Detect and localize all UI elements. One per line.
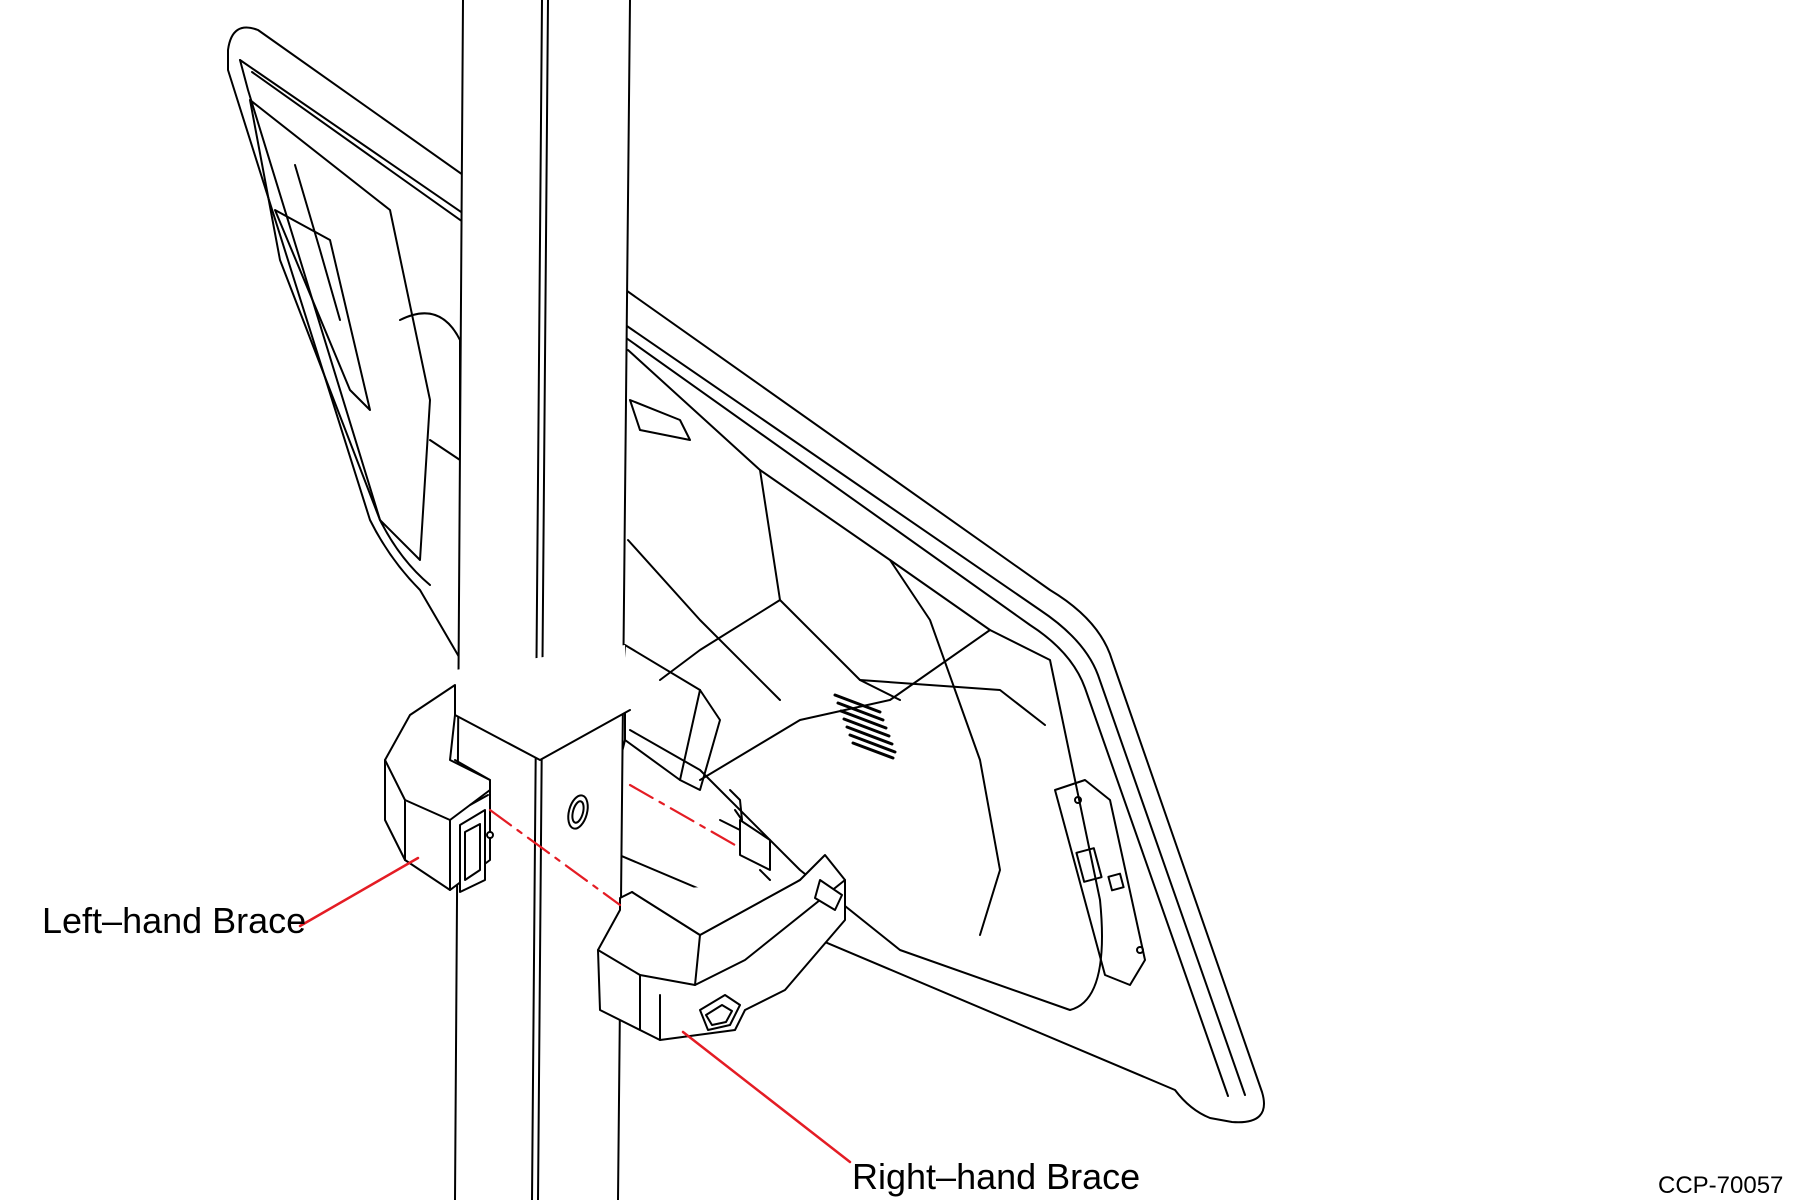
pole-collar bbox=[454, 645, 631, 830]
left-hand-brace-label: Left–hand Brace bbox=[42, 900, 307, 941]
right-hand-brace bbox=[597, 809, 846, 1041]
support-pole bbox=[454, 0, 631, 1200]
display-panel bbox=[227, 26, 1265, 1124]
callout-leaders bbox=[298, 856, 852, 1164]
figure-id: CCP-70057 bbox=[1658, 1172, 1784, 1199]
left-hand-brace bbox=[384, 684, 494, 893]
alignment-lines bbox=[488, 783, 737, 907]
right-hand-brace-label: Right–hand Brace bbox=[852, 1156, 1141, 1197]
vent-grille bbox=[833, 693, 897, 760]
